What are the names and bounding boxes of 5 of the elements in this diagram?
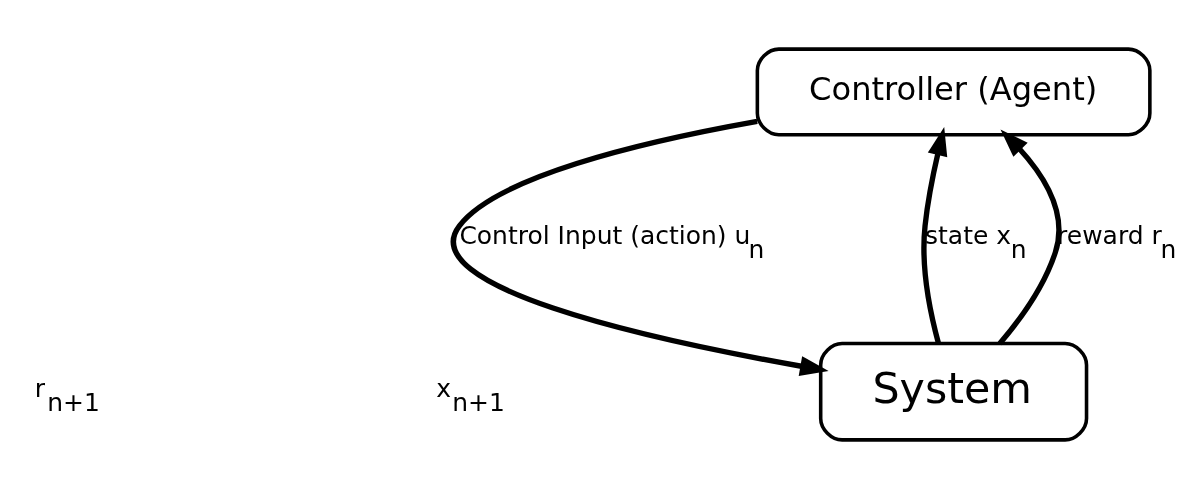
arrow <box>997 128 1062 345</box>
arrow <box>921 126 948 344</box>
arrow <box>451 118 829 376</box>
node-box: System <box>818 341 1089 442</box>
node-box: Controller (Agent) <box>755 46 1152 137</box>
